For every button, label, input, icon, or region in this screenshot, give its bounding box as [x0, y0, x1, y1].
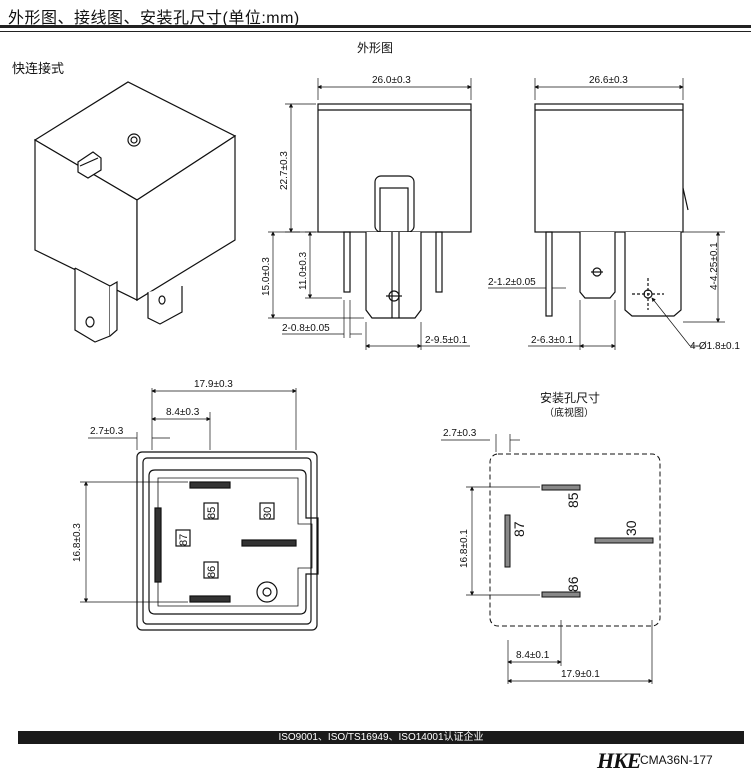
front-pin-thickness-dim: 2-0.8±0.05 — [282, 323, 330, 334]
title-divider — [0, 25, 751, 28]
relay-side-face — [136, 134, 236, 302]
front-pin-length-dim: 11.0±0.3 — [298, 251, 309, 290]
mount-hole-view — [489, 453, 661, 627]
mount-span-dim: 17.9±0.1 — [561, 669, 600, 680]
relay-top-hole — [127, 133, 141, 147]
relay-clip — [77, 151, 102, 179]
bottom-view-dimensions — [80, 388, 297, 603]
mount-height-dim: 16.8±0.1 — [459, 529, 470, 568]
bottom-span-dim: 17.9±0.3 — [194, 379, 233, 390]
side-center-pin — [579, 232, 616, 299]
front-pin-width-dim: 2-9.5±0.1 — [425, 335, 468, 346]
side-pin-thickness-dim: 2-1.2±0.05 — [488, 277, 536, 288]
mount-hole-87 — [504, 514, 511, 568]
side-right-pin — [624, 232, 682, 317]
certification-bar: ISO9001、ISO/TS16949、ISO14001认证企业 — [18, 731, 744, 744]
bottom-outer-body — [136, 451, 318, 631]
side-width-dim: 26.6±0.3 — [589, 75, 628, 86]
relay-front-pin — [74, 267, 111, 343]
front-left-pin — [343, 231, 351, 293]
side-pin-width-dim: 2-6.3±0.1 — [531, 335, 574, 346]
bottom-height-dim: 16.8±0.3 — [72, 523, 83, 562]
front-total-pin-dim: 15.0±0.3 — [261, 257, 272, 296]
mount-pin-label-30: 30 — [623, 520, 639, 536]
bottom-pin-87 — [154, 507, 162, 583]
mount-hole-dimensions — [441, 434, 653, 684]
outline-drawing-title: 外形图 — [357, 41, 393, 55]
bottom-outline-trace — [148, 469, 319, 615]
mount-offset-dim: 8.4±0.1 — [516, 650, 550, 661]
front-center-pin — [365, 232, 422, 319]
bottom-pin-label-85: 85 — [206, 507, 218, 519]
mount-outline — [489, 453, 661, 627]
front-view-dimensions — [268, 78, 472, 350]
side-view — [534, 103, 689, 317]
page-title: 外形图、接线图、安装孔尺寸(单位:mm) — [8, 10, 300, 27]
bottom-view — [136, 451, 319, 631]
relay-3d-view — [33, 81, 237, 343]
mount-pin-label-86: 86 — [565, 576, 581, 592]
mount-hole-30 — [594, 537, 654, 544]
front-body — [317, 103, 472, 233]
bottom-pin-85 — [189, 481, 231, 489]
connection-type-label: 快连接式 — [12, 61, 65, 76]
side-left-pin — [545, 231, 553, 317]
bottom-pin-30 — [241, 539, 297, 547]
bottom-pin-label-86: 86 — [206, 566, 218, 578]
mount-hole-86 — [541, 591, 581, 598]
mount-edge-dim: 2.7±0.3 — [443, 428, 477, 439]
bottom-offset-dim: 8.4±0.3 — [166, 407, 200, 418]
front-width-dim: 26.0±0.3 — [372, 75, 411, 86]
bottom-pin-label-30: 30 — [262, 507, 274, 519]
mount-hole-85 — [541, 484, 581, 491]
document-code: CMA36N-177 — [640, 753, 713, 767]
front-right-pin — [435, 231, 443, 293]
mount-pin-label-85: 85 — [565, 492, 581, 508]
title-divider-thin — [0, 31, 751, 32]
bottom-pin-label-87: 87 — [178, 534, 190, 546]
side-hole-dia-dim: 4-Ø1.8±0.1 — [690, 341, 740, 352]
side-hole-height-dim: 4-4.25±0.1 — [709, 242, 720, 290]
mount-hole-title: 安装孔尺寸 — [540, 390, 600, 405]
bottom-view-note: （底视图） — [544, 406, 594, 419]
mount-pin-label-87: 87 — [511, 521, 527, 537]
side-body — [534, 103, 684, 233]
brand-logo: HKE — [597, 748, 641, 773]
front-view — [317, 103, 472, 319]
side-view-dimensions — [488, 78, 725, 350]
bottom-pin-86 — [189, 595, 231, 603]
front-height-dim: 22.7±0.3 — [279, 151, 290, 190]
bottom-edge-dim: 2.7±0.3 — [90, 426, 124, 437]
relay-side-pin — [147, 286, 183, 325]
bottom-coil-hole — [256, 581, 278, 603]
